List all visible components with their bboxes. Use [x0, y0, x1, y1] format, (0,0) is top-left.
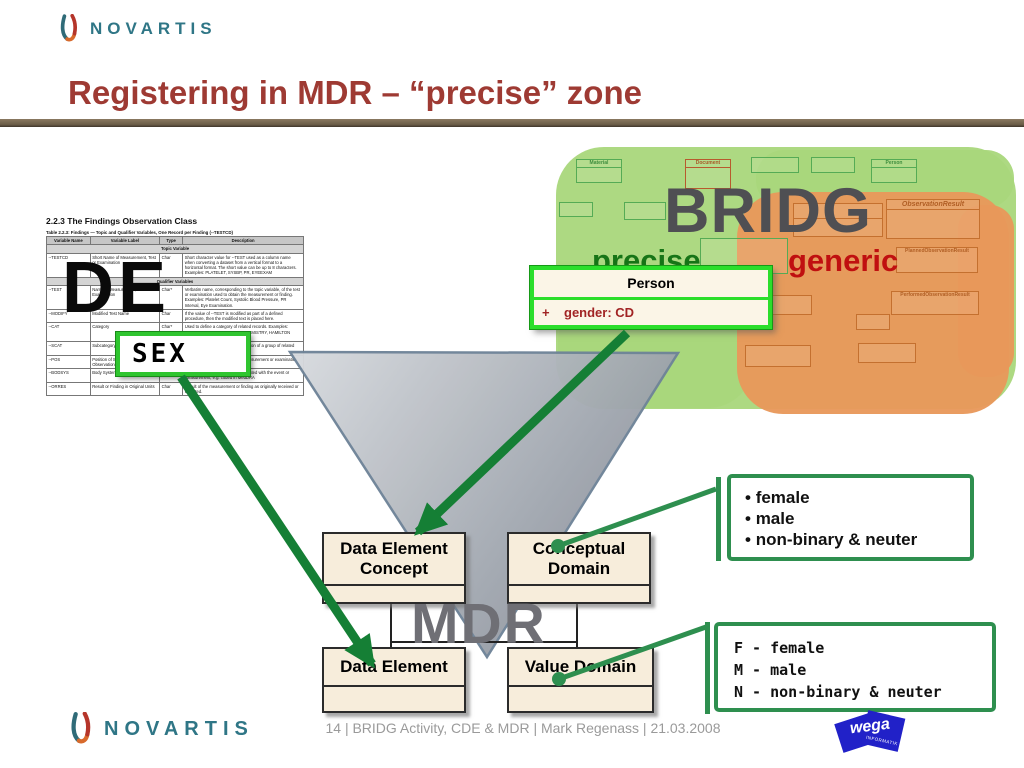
findings-cell: --TEST — [46, 284, 91, 310]
uml-class-orange-1 — [793, 203, 883, 237]
bracket-coded-values — [705, 622, 710, 714]
uml-class-observation-result: ObservationResult — [886, 199, 980, 239]
person-class-box: Person +gender: CD — [530, 266, 772, 329]
findings-cell: --POS — [46, 354, 91, 369]
findings-band-row: Qualifier Variables — [46, 276, 304, 286]
title-rule — [0, 119, 1024, 127]
connector-dec-de — [390, 604, 392, 648]
de-annotation: DE — [62, 248, 171, 328]
uml-class-small-3 — [559, 202, 593, 217]
person-class-name: Person — [627, 275, 675, 291]
findings-band-label: Qualifier Variables — [46, 276, 304, 286]
generic-label: generic — [788, 243, 899, 278]
findings-cell: Result of the measurement or finding as … — [182, 381, 304, 396]
uml-class-orange-2 — [856, 314, 890, 330]
slide-footer: 14 | BRIDG Activity, CDE & MDR | Mark Re… — [325, 720, 721, 736]
findings-caption: Table 2.2.3: Findings — Topic and Qualif… — [46, 230, 233, 235]
uml-class-performed-observation-result: PerformedObservationResult — [891, 291, 979, 315]
uml-class-material: Material — [576, 159, 622, 183]
value-domain-box: Value Domain — [507, 647, 654, 713]
sex-annotation-box: SEX — [116, 332, 250, 376]
bridg-label: BRIDG — [664, 176, 872, 246]
novartis-logo-top: NOVARTIS — [58, 14, 217, 44]
findings-cell: If the value of --TEST is modified as pa… — [182, 308, 304, 324]
uml-class-orange-5 — [745, 345, 811, 367]
findings-cell: Char — [159, 381, 184, 396]
findings-cell: --BODSYS — [46, 368, 91, 383]
findings-cell: Name of Measurement, Test or Examination — [89, 284, 161, 310]
findings-column-header: Variable Label — [89, 235, 161, 246]
coded-value-item: M - male — [734, 661, 807, 679]
mdr-label: MDR — [411, 592, 547, 656]
coded-values-list: F - female M - male N - non-binary & neute… — [718, 637, 992, 703]
uml-class-planned-observation-result: PlannedObservationResult — [896, 247, 978, 273]
uml-class-orange-3 — [858, 343, 916, 363]
findings-heading: 2.2.3 The Findings Observation Class — [46, 216, 198, 226]
coded-value-item: F - female — [734, 639, 825, 657]
uml-class-document: Document — [685, 159, 731, 189]
page-title: Registering in MDR – “precise” zone — [68, 74, 642, 111]
findings-band-row: Topic Variable — [46, 244, 304, 254]
findings-column-header: Description — [182, 235, 304, 246]
findings-column-header: Variable Name — [46, 235, 91, 246]
bracket-conceptual-values — [716, 477, 721, 561]
novartis-flame-icon — [60, 14, 77, 42]
findings-cell: Char* — [159, 284, 184, 310]
conceptual-value-item: non-binary & neuter — [745, 529, 970, 550]
uml-class-small-4 — [624, 202, 666, 220]
conceptual-value-item: male — [745, 508, 970, 529]
wega-logo: INFORMATIK wega — [834, 710, 916, 762]
connector-horizontal — [390, 641, 578, 643]
conceptual-values-box: femalemalenon-binary & neuter — [727, 474, 974, 561]
novartis-flame-icon — [71, 712, 91, 744]
uml-class-person-small: Person — [871, 159, 917, 183]
uml-class-small-2 — [811, 157, 855, 173]
conceptual-values-list: femalemalenon-binary & neuter — [731, 487, 970, 550]
conceptual-value-item: female — [745, 487, 970, 508]
arrow-sex-to-data-element — [177, 374, 376, 669]
findings-column-header: Type — [159, 235, 184, 246]
coded-value-item: N - non-binary & neuter — [734, 683, 942, 701]
data-element-box: Data Element — [322, 647, 466, 713]
findings-cell: --ORRES — [46, 381, 91, 396]
coded-values-box: F - female M - male N - non-binary & neute… — [714, 622, 996, 712]
findings-cell: Short character value for --TEST used as… — [182, 252, 304, 278]
findings-cell: Verbatim name, corresponding to the topi… — [182, 284, 304, 310]
person-gender-attribute: +gender: CD — [534, 297, 768, 325]
findings-band-label: Topic Variable — [46, 244, 304, 254]
findings-cell: --SCAT — [46, 341, 91, 356]
uml-class-small-1 — [751, 157, 799, 173]
novartis-logo-bottom: NOVARTIS — [68, 712, 254, 746]
findings-cell: Result or Finding in Original Units — [89, 381, 161, 396]
